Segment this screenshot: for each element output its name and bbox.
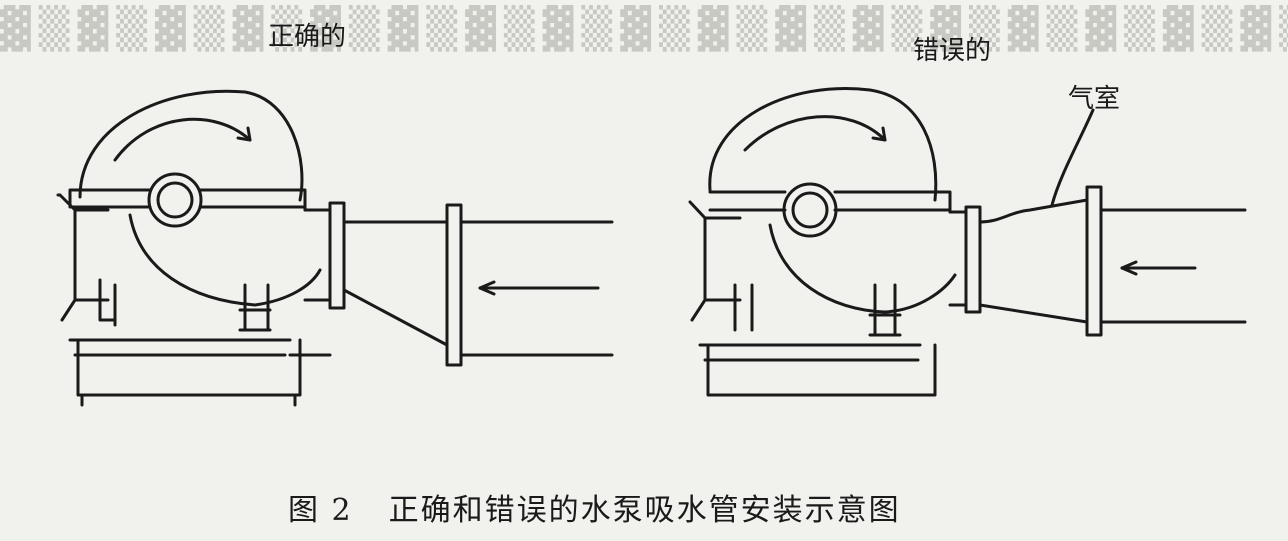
wrong-suction-pipe	[1099, 208, 1247, 324]
label-correct: 正确的	[268, 22, 347, 52]
wrong-flange-pump	[964, 205, 982, 314]
air-chamber-leader	[1050, 108, 1095, 207]
correct-impeller-hub-inner	[156, 181, 194, 219]
correct-flange-pipe	[445, 203, 463, 367]
correct-installation	[56, 89, 614, 407]
wrong-impeller-hub-inner	[791, 191, 829, 229]
correct-pump-base	[68, 338, 302, 407]
wrong-concentric-reducer	[978, 198, 1089, 324]
correct-impeller-hub-outer	[147, 172, 203, 228]
label-air-chamber: 气室	[1068, 84, 1121, 114]
figure-title: 正确和错误的水泵吸水管安装示意图	[388, 493, 901, 528]
correct-suction-pipe	[459, 220, 614, 357]
label-wrong: 错误的	[913, 36, 992, 66]
correct-eccentric-reducer	[342, 220, 449, 347]
correct-volute-casing	[78, 89, 304, 202]
wrong-volute-casing	[708, 87, 938, 202]
wrong-pump-base	[698, 343, 937, 397]
figure-number: 图 2	[288, 493, 353, 528]
wrong-flange-pipe	[1085, 185, 1103, 337]
wrong-rotation-arrow	[743, 115, 887, 152]
wrong-installation	[688, 87, 1247, 397]
figure-caption: 图 2 正确和错误的水泵吸水管安装示意图	[288, 485, 901, 529]
background-bleed-text: ▓▒▓▒▓▒▓▒▓▒▓▒▓▒▓▒▓▒▓▒▓▒▓▒▓▒▓▒▓▒▓▒▓▒	[0, 5, 1288, 52]
correct-flange-pump	[328, 201, 346, 310]
correct-rotation-arrow	[113, 117, 252, 162]
